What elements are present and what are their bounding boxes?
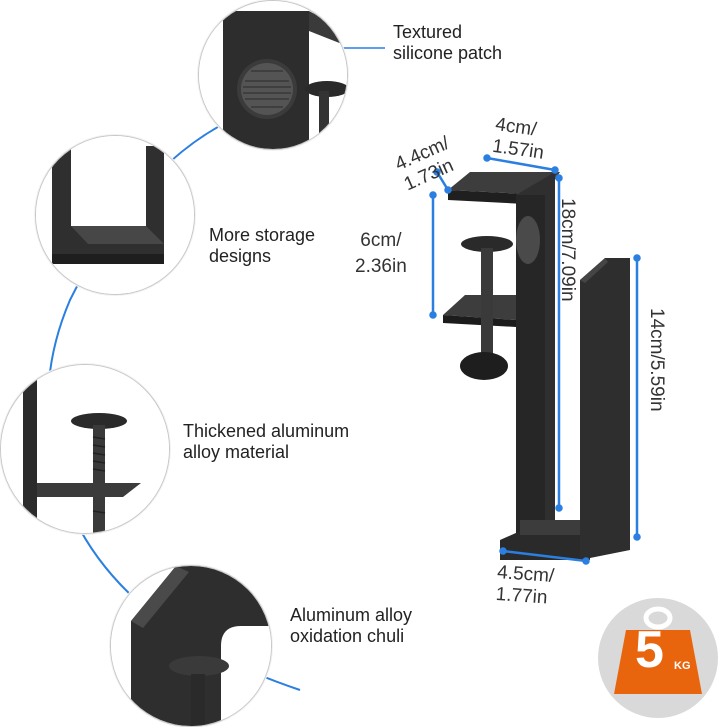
storage-slot-icon bbox=[36, 136, 194, 294]
kettlebell-icon bbox=[614, 606, 702, 694]
weight-value: 5 bbox=[635, 621, 664, 679]
dim-bottom-width: 4.5cm/ 1.77in bbox=[495, 562, 555, 609]
detail-circle-silicone bbox=[198, 0, 348, 150]
feature-label-oxidation: Aluminum alloy oxidation chuli bbox=[290, 605, 413, 646]
dim-total-height: 18cm/7.09in bbox=[557, 198, 578, 302]
detail-circle-clamp bbox=[0, 364, 170, 534]
rounded-corner-icon bbox=[111, 566, 271, 726]
detail-circle-corner bbox=[110, 565, 272, 727]
feature-label-thickened: Thickened aluminum alloy material bbox=[183, 421, 350, 462]
weight-capacity-badge: 5 KG bbox=[598, 598, 718, 718]
detail-circle-storage bbox=[35, 135, 195, 295]
clamp-screw-icon bbox=[1, 365, 169, 533]
dim-top-width: 4cm/ 1.57in bbox=[491, 114, 546, 164]
feature-label-silicone: Textured silicone patch bbox=[393, 22, 503, 63]
dim-clamp-opening: 6cm/ 2.36in bbox=[355, 230, 407, 277]
weight-unit: KG bbox=[674, 660, 691, 672]
silicone-patch-icon bbox=[199, 1, 347, 149]
feature-label-storage: More storage designs bbox=[209, 225, 316, 266]
dim-hook-height: 14cm/5.59in bbox=[646, 308, 667, 412]
